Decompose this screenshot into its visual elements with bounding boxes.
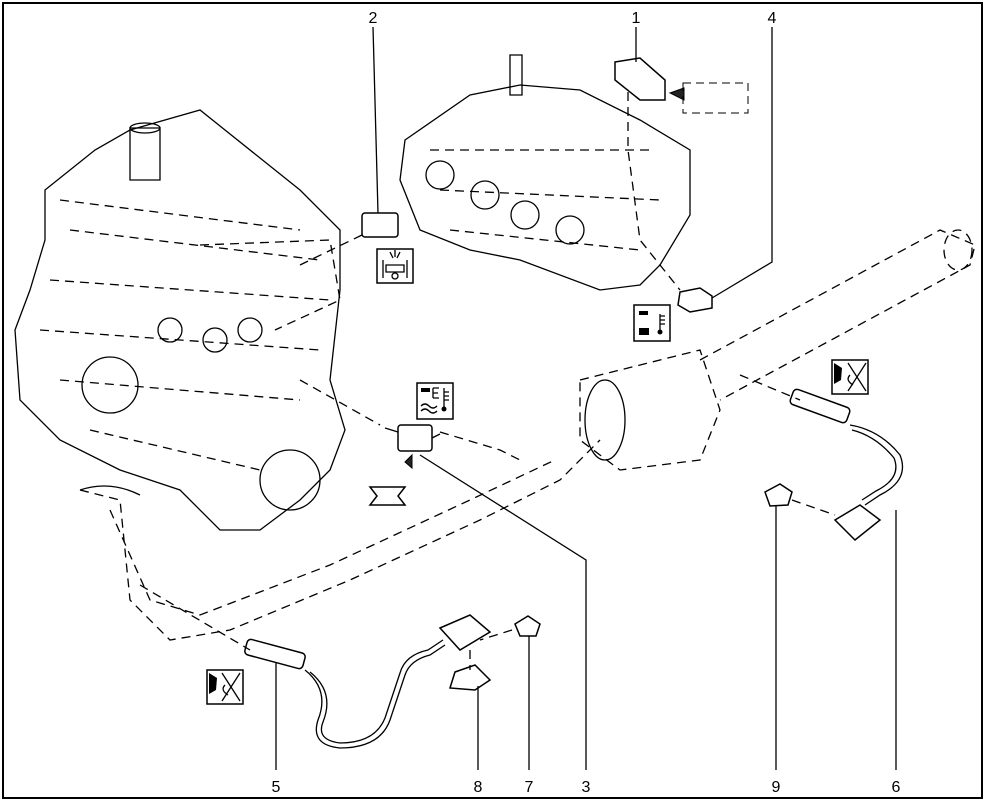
seal-icon [368,486,407,506]
part-8-bracket [449,650,492,691]
part-5-upstream-oxygen-sensor [139,584,492,749]
coolant-temperature-icon [416,382,454,420]
exhaust-pipe [79,229,976,641]
engine-block [14,109,346,531]
oil-pressure-icon [376,248,414,284]
callout-6: 6 [892,779,901,796]
leader-lines [275,26,897,770]
oxygen-sensor-icon [206,669,244,705]
part-7-clip [479,615,541,641]
part-1-pressure-sensor [614,57,749,291]
callout-1: 1 [632,10,641,27]
air-temperature-icon [633,304,671,342]
callout-4: 4 [768,10,777,27]
part-9-clip [764,483,836,516]
callout-5: 5 [272,779,281,796]
oxygen-sensor-icon-2 [831,359,869,395]
part-4-temperature-sensor [677,287,713,313]
callout-2: 2 [369,10,378,27]
part-6-downstream-oxygen-sensor [739,374,904,542]
part-3-coolant-temperature-sensor [299,379,521,470]
part-2-oil-pressure-switch [299,212,399,266]
callout-3: 3 [582,779,591,796]
callout-7: 7 [525,779,534,796]
callout-8: 8 [474,779,483,796]
callout-9: 9 [772,779,781,796]
dashed-reference-box [682,82,749,114]
